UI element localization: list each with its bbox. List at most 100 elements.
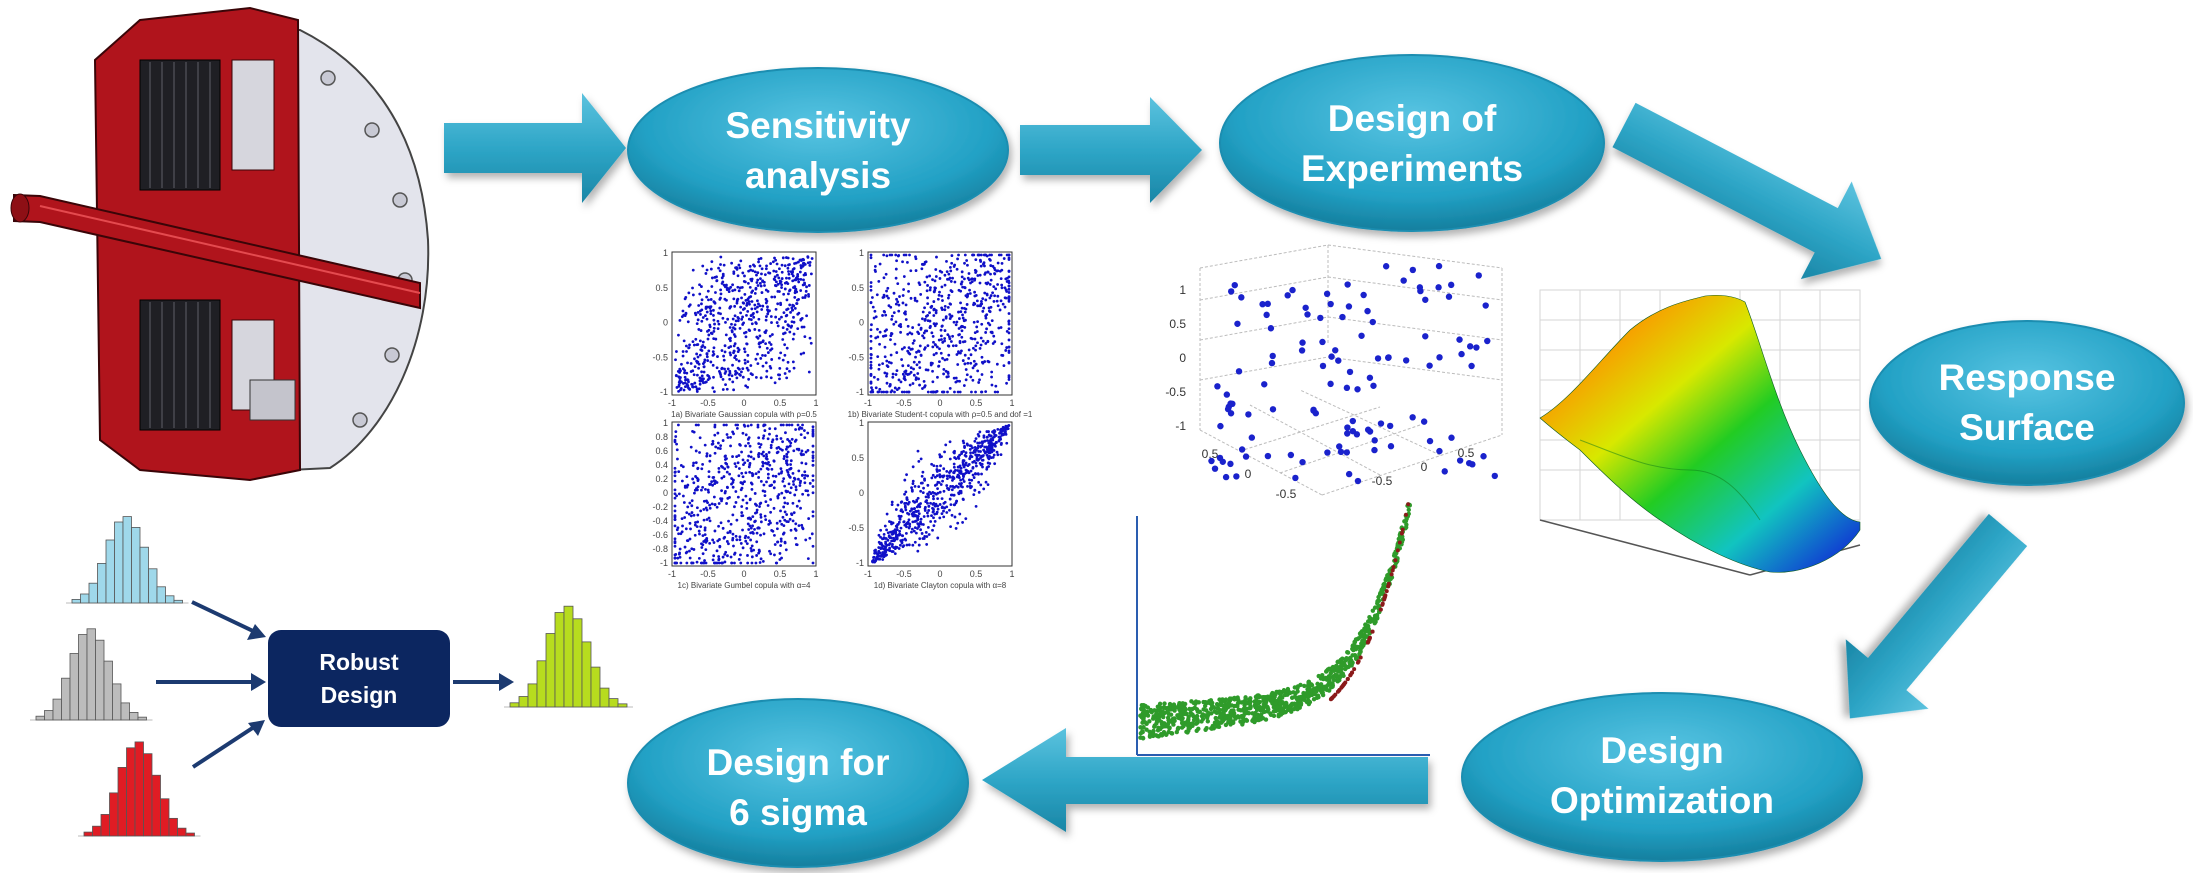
doe-point xyxy=(1217,422,1224,430)
copula-point xyxy=(717,311,720,315)
copula-point xyxy=(693,365,697,369)
copula-point xyxy=(728,529,732,533)
copula-point xyxy=(699,329,703,332)
copula-point xyxy=(874,557,878,561)
copula-point xyxy=(907,500,911,504)
copula-point xyxy=(881,362,885,366)
copula-point xyxy=(780,315,783,319)
copula-point xyxy=(996,283,999,286)
doe-y-tick: 0 xyxy=(1421,460,1428,474)
copula-point xyxy=(725,433,729,436)
optimization-point xyxy=(1236,715,1242,720)
copula-point xyxy=(780,556,783,560)
copula-point xyxy=(1007,327,1011,331)
copula-point xyxy=(952,320,956,324)
copula-point xyxy=(756,271,760,275)
copula-point xyxy=(807,292,810,296)
copula-point xyxy=(695,560,699,564)
copula-point xyxy=(889,353,893,357)
copula-point xyxy=(971,253,975,257)
copula-point xyxy=(925,275,929,279)
copula-point xyxy=(694,461,698,465)
copula-point xyxy=(716,431,720,435)
doe-point xyxy=(1344,424,1351,431)
copula-point xyxy=(990,375,993,379)
copula-point xyxy=(977,444,980,448)
copula-point xyxy=(973,337,977,341)
copula-point xyxy=(877,533,881,537)
copula-y-tick: 0 xyxy=(663,318,668,328)
copula-point xyxy=(942,367,946,371)
copula-point xyxy=(769,262,772,265)
doe-point xyxy=(1346,368,1354,376)
copula-point xyxy=(1007,275,1011,279)
copula-point xyxy=(708,325,712,329)
copula-point xyxy=(971,446,974,450)
copula-point xyxy=(791,480,795,483)
copula-point xyxy=(755,531,759,535)
copula-point xyxy=(705,454,709,458)
copula-point xyxy=(936,507,940,511)
copula-point xyxy=(701,462,705,466)
copula-point xyxy=(903,378,907,382)
copula-point xyxy=(926,319,930,322)
copula-point xyxy=(731,363,734,367)
copula-y-tick: 0.5 xyxy=(655,283,668,293)
copula-point xyxy=(901,260,904,264)
doe-point xyxy=(1482,302,1489,309)
histogram-bar xyxy=(71,599,81,604)
copula-point xyxy=(775,434,779,438)
copula-point xyxy=(779,301,782,305)
copula-point xyxy=(975,299,979,303)
copula-point xyxy=(745,542,749,546)
copula-point xyxy=(741,458,745,462)
copula-y-tick: -0.2 xyxy=(652,502,668,512)
copula-point xyxy=(763,354,767,357)
copula-point xyxy=(987,457,991,461)
copula-point xyxy=(807,517,811,520)
copula-point xyxy=(791,360,795,364)
pareto-point xyxy=(1395,548,1400,553)
copula-point xyxy=(741,315,744,319)
copula-point xyxy=(759,513,763,517)
copula-point xyxy=(757,455,761,459)
copula-point xyxy=(730,261,734,265)
copula-point xyxy=(948,497,952,501)
doe-point xyxy=(1227,288,1235,295)
copula-point xyxy=(908,383,912,387)
copula-point xyxy=(986,270,990,274)
copula-point xyxy=(712,326,716,330)
copula-point xyxy=(963,353,967,357)
copula-point xyxy=(745,301,749,305)
copula-point xyxy=(744,534,748,538)
copula-point xyxy=(761,304,765,308)
copula-point xyxy=(733,314,737,318)
copula-point xyxy=(746,360,750,363)
copula-y-tick: 0.8 xyxy=(655,432,668,442)
copula-point xyxy=(889,338,892,342)
doe-point xyxy=(1269,352,1276,360)
copula-point xyxy=(987,451,991,455)
copula-point xyxy=(745,501,749,505)
copula-point xyxy=(676,556,680,560)
copula-point xyxy=(789,528,793,532)
copula-point xyxy=(704,487,707,491)
copula-point xyxy=(756,278,760,282)
copula-point xyxy=(943,329,947,332)
copula-point xyxy=(786,445,790,449)
copula-point xyxy=(956,521,960,525)
copula-point xyxy=(751,532,755,535)
copula-point xyxy=(685,350,688,353)
copula-point xyxy=(695,506,699,510)
histogram-bar xyxy=(185,832,195,837)
copula-point xyxy=(910,489,914,493)
copula-point xyxy=(764,461,768,465)
copula-point xyxy=(945,484,949,487)
copula-point xyxy=(764,342,767,346)
copula-point xyxy=(927,495,930,499)
copula-point xyxy=(964,307,968,311)
copula-point xyxy=(960,280,964,284)
copula-point xyxy=(754,561,758,565)
copula-point xyxy=(688,549,691,553)
copula-point xyxy=(960,306,964,310)
